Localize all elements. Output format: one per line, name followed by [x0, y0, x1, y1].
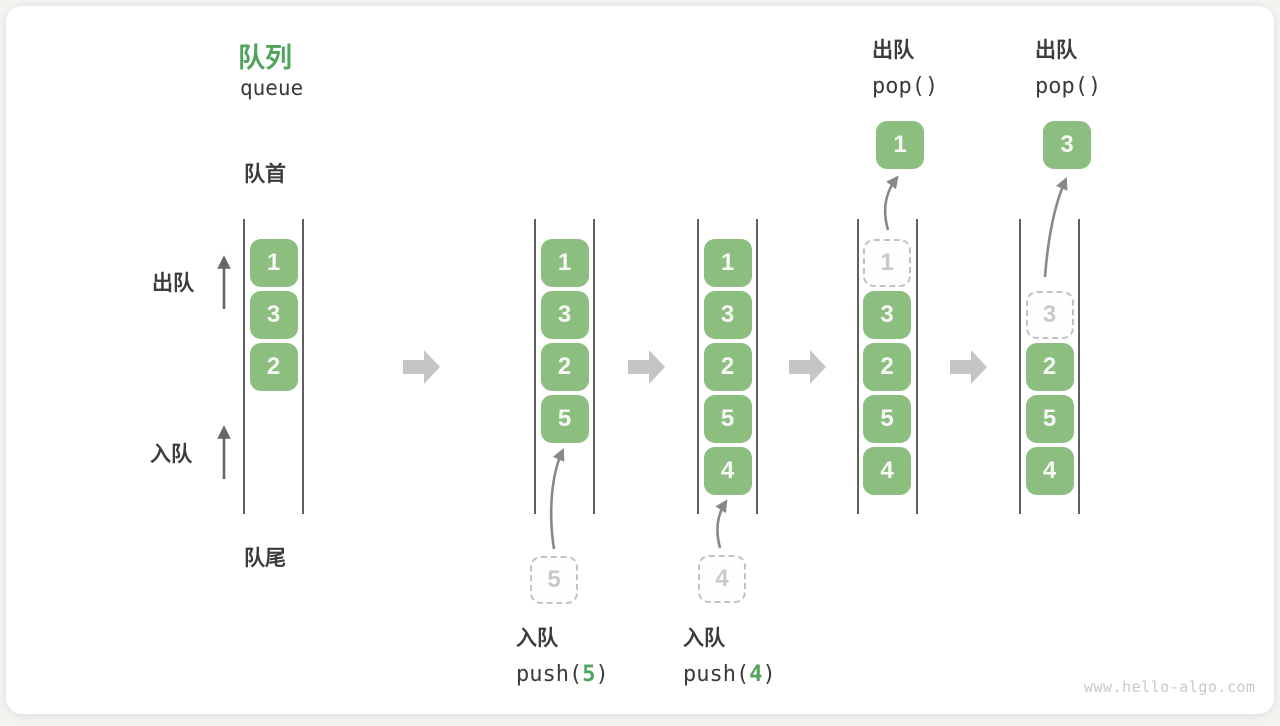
queue-item: 5	[540, 395, 589, 443]
operation-code: pop()	[1035, 74, 1102, 99]
queue-item: 3	[540, 291, 589, 339]
operation-code: push(5)	[516, 662, 609, 687]
operation-name: 入队	[516, 627, 558, 650]
queue-wall-line	[915, 219, 918, 514]
queue-item: 5	[863, 395, 911, 443]
queue-item: 2	[863, 343, 911, 391]
flow-arrow-icon	[628, 350, 665, 384]
label-queue-rear: 队尾	[244, 547, 286, 570]
label-dequeue-side: 出队	[152, 272, 194, 295]
pending-enqueue-item: 5	[530, 556, 578, 604]
operation-code: pop()	[872, 74, 939, 99]
dequeue-arrow-icon	[883, 175, 899, 231]
queue-item: 3	[703, 291, 752, 339]
queue-wall-line	[243, 219, 245, 514]
operation-arg: 5	[582, 662, 596, 687]
enqueue-arrow-icon	[715, 499, 728, 549]
queue-item: 1	[703, 239, 752, 287]
queue-item: 3	[249, 291, 298, 339]
queue-wall-line	[1078, 219, 1080, 514]
operation-arg: 4	[749, 662, 763, 687]
queue-wall-line	[302, 219, 304, 514]
queue-wall-line	[593, 219, 595, 514]
operation-label-enqueue: 入队 push(4)	[683, 622, 776, 687]
flow-arrow-icon	[950, 350, 987, 384]
operation-label-enqueue: 入队 push(5)	[516, 622, 609, 687]
popped-item: 1	[876, 121, 924, 169]
arrows-overlay	[217, 175, 1068, 550]
queue-item: 2	[540, 343, 589, 391]
queue-item: 2	[249, 343, 298, 391]
label-enqueue-side: 入队	[150, 443, 192, 466]
title-zh: 队列	[238, 43, 292, 73]
pending-enqueue-item: 4	[698, 555, 746, 603]
operation-name: 入队	[683, 627, 725, 650]
queue-item: 4	[1025, 447, 1074, 495]
popped-item: 3	[1043, 121, 1091, 169]
operation-code: push(4)	[683, 662, 776, 687]
queue-wall-line	[697, 219, 699, 514]
queue-item: 2	[1025, 343, 1074, 391]
dequeued-item-placeholder: 3	[1025, 291, 1074, 339]
operation-label-dequeue: 出队 pop()	[872, 34, 938, 99]
queue-item: 4	[863, 447, 911, 495]
queue-wall-line	[856, 219, 859, 514]
queue-item: 1	[249, 239, 298, 287]
queue-item: 5	[703, 395, 752, 443]
flow-arrow-icon	[403, 350, 440, 384]
queue-item: 3	[863, 291, 911, 339]
queue-item: 5	[1025, 395, 1074, 443]
operation-name: 出队	[872, 39, 914, 62]
label-queue-front: 队首	[244, 163, 286, 186]
operation-name: 出队	[1035, 39, 1077, 62]
enqueue-arrow-icon	[549, 448, 565, 550]
queue-wall-line	[1019, 219, 1021, 514]
queue-item: 4	[703, 447, 752, 495]
queue-wall-line	[756, 219, 758, 514]
queue-wall-line	[534, 219, 536, 514]
queue-item: 1	[540, 239, 589, 287]
queue-item: 2	[703, 343, 752, 391]
flow-arrow-icon	[789, 350, 826, 384]
dequeued-item-placeholder: 1	[863, 239, 911, 287]
title-en: queue	[240, 76, 304, 100]
operation-label-dequeue: 出队 pop()	[1035, 34, 1101, 99]
dequeue-arrow-icon	[1043, 176, 1068, 278]
watermark: www.hello-algo.com	[1084, 678, 1256, 696]
